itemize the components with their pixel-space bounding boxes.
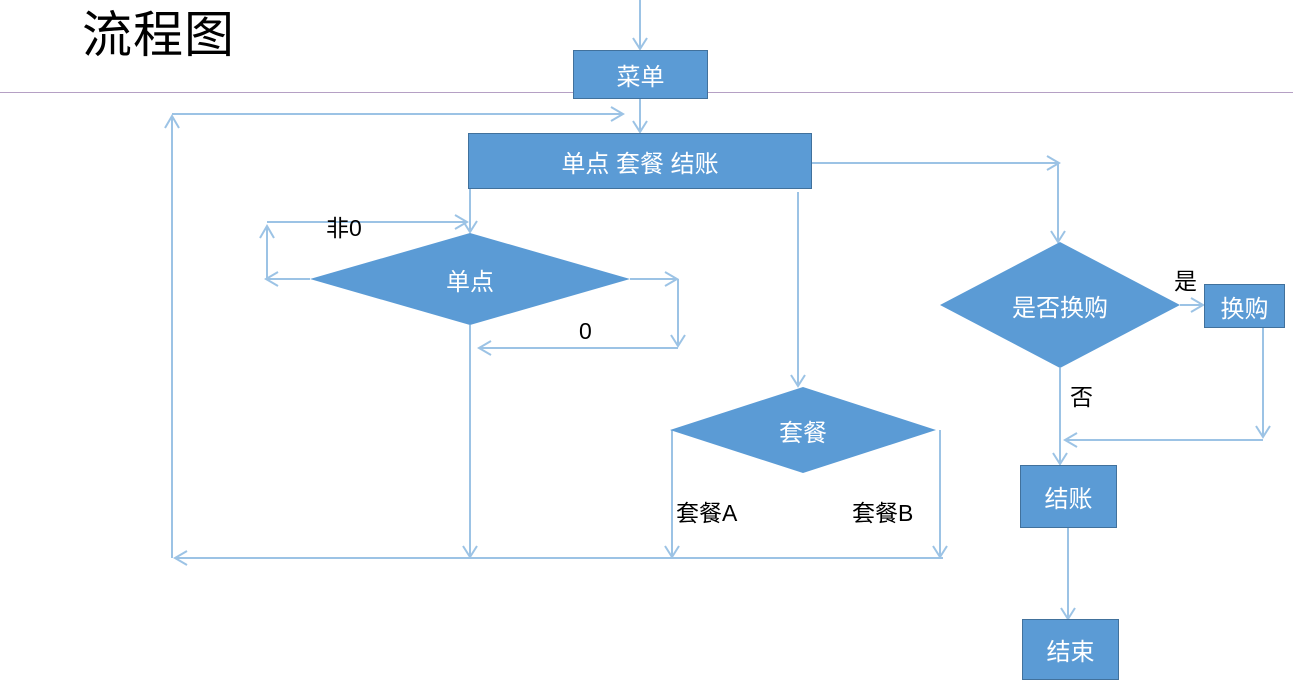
node-order-options[interactable]: 单点 套餐 结账 <box>468 133 812 189</box>
arrowhead-exchange-yes <box>1190 297 1205 313</box>
node-combo[interactable]: 套餐 <box>670 387 936 473</box>
arrowhead-options-right <box>1046 155 1061 171</box>
page-title: 流程图 <box>82 7 235 63</box>
diamond-shape-single-order <box>310 233 630 325</box>
arrowhead-bottom-rail <box>173 550 188 566</box>
edge-label-combo-b: 套餐B <box>852 500 914 526</box>
arrowhead-options-to-single <box>462 220 478 234</box>
arrowhead-zero-left <box>477 340 492 356</box>
edge-label-combo-a: 套餐A <box>676 500 738 526</box>
arrowhead-checkout-to-end <box>1060 607 1076 621</box>
node-single-order[interactable]: 单点 <box>310 233 630 325</box>
edge-label-zero: 0 <box>579 318 592 344</box>
edge-label-no: 否 <box>1070 384 1093 410</box>
edge-label-non-zero: 非0 <box>326 215 362 241</box>
node-exchange-label: 换购 <box>1220 295 1269 323</box>
arrowhead-nonzero-right <box>454 214 469 230</box>
node-exchange[interactable]: 换购 <box>1204 284 1285 328</box>
node-checkout-label: 结账 <box>1044 486 1093 513</box>
arrowhead-top-rail <box>610 106 625 122</box>
node-order-options-label: 单点 套餐 结账 <box>561 150 719 178</box>
node-end-label: 结束 <box>1046 639 1095 666</box>
node-end[interactable]: 结束 <box>1022 619 1119 680</box>
arrowhead-return-up <box>164 114 180 129</box>
arrowhead-options-to-combo <box>790 374 806 388</box>
arrowhead-exchange-return <box>1063 432 1078 448</box>
diamond-shape-exchange-decision <box>940 242 1180 368</box>
node-menu[interactable]: 菜单 <box>573 50 708 99</box>
node-checkout[interactable]: 结账 <box>1020 465 1117 528</box>
edge-label-yes: 是 <box>1174 268 1197 294</box>
arrowhead-menu-to-options <box>632 120 648 134</box>
diamond-shape-combo <box>670 387 936 473</box>
arrowhead-nonzero-up <box>259 224 275 239</box>
arrowhead-zero-down <box>670 334 686 348</box>
arrowhead-combo-b <box>932 545 948 559</box>
arrowhead-entry-to-menu <box>632 37 648 51</box>
arrowhead-zero-right <box>664 271 679 287</box>
node-menu-label: 菜单 <box>616 64 665 91</box>
arrowhead-exchange-down <box>1255 425 1271 439</box>
node-exchange-decision[interactable]: 是否换购 <box>940 242 1180 368</box>
arrowhead-to-exchange-decision <box>1050 230 1066 244</box>
arrowhead-combo-a <box>664 545 680 559</box>
arrowhead-single-to-bottom <box>462 545 478 559</box>
arrowhead-exchange-no <box>1052 452 1068 466</box>
arrowhead-nonzero-left <box>264 271 279 287</box>
